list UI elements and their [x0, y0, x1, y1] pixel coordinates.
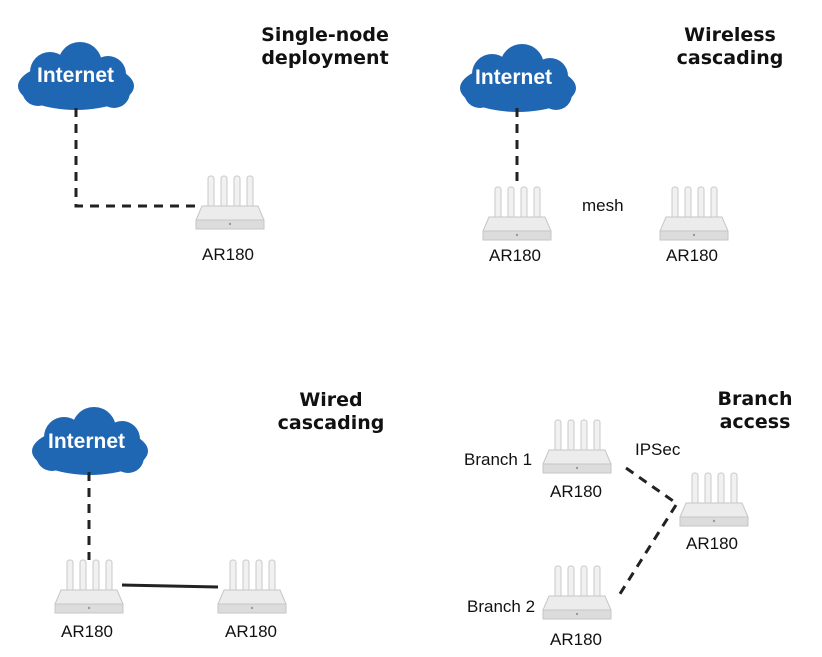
- router-icon: [54, 559, 124, 614]
- branch-label: Branch 1: [464, 450, 533, 469]
- title-line: Branch: [717, 388, 793, 410]
- internet-label: Internet: [48, 430, 126, 453]
- wired-cascading-scenario: [32, 407, 287, 614]
- wired-link: [121, 583, 219, 589]
- router-label: AR180: [550, 482, 602, 501]
- internet-label: Internet: [37, 64, 115, 87]
- scenario-title: Wired cascading: [276, 389, 386, 435]
- title-line: Single-node: [261, 24, 389, 46]
- scenario-title: Wireless cascading: [670, 24, 790, 70]
- router-icon: [659, 186, 729, 241]
- scenario-title: Branch access: [700, 388, 810, 434]
- router-label: AR180: [202, 245, 254, 264]
- router-label: AR180: [550, 630, 602, 649]
- title-line: cascading: [676, 47, 784, 69]
- router-label: AR180: [61, 622, 113, 641]
- link-label: mesh: [582, 196, 624, 215]
- title-line: deployment: [261, 47, 389, 69]
- scenario-title: Single-node deployment: [258, 24, 392, 70]
- title-line: access: [719, 411, 791, 433]
- router-label: AR180: [489, 246, 541, 265]
- router-label: AR180: [225, 622, 277, 641]
- ipsec-tunnel-link: [625, 466, 677, 505]
- dashed-link: [74, 108, 196, 208]
- ipsec-tunnel-link: [616, 504, 678, 598]
- router-icon: [217, 559, 287, 614]
- title-line: Wired: [299, 389, 363, 411]
- router-label: AR180: [666, 246, 718, 265]
- router-icon: [195, 175, 265, 230]
- router-icon: [482, 186, 552, 241]
- branch-access-scenario: [542, 419, 749, 620]
- wireless-cascading-scenario: [460, 44, 729, 241]
- branch-label: Branch 2: [467, 597, 536, 616]
- single-node-scenario: [18, 42, 265, 230]
- router-icon: [542, 565, 612, 620]
- router-icon: [679, 472, 749, 527]
- link-label: IPSec: [635, 440, 681, 459]
- title-line: cascading: [277, 412, 385, 434]
- title-line: Wireless: [684, 24, 776, 46]
- internet-label: Internet: [475, 66, 553, 89]
- router-icon: [542, 419, 612, 474]
- router-label: AR180: [686, 534, 738, 553]
